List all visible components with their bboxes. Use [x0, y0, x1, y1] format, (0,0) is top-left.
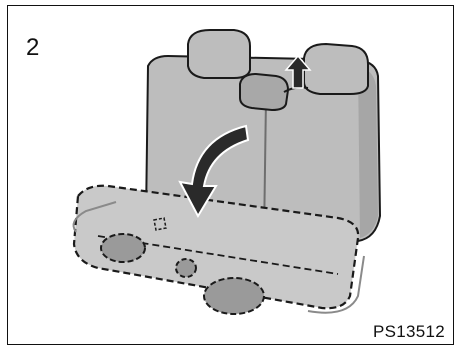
- center-headrest: [240, 74, 288, 110]
- front-right-leg: [204, 278, 264, 314]
- figure-frame: 2 PS135: [7, 5, 454, 345]
- left-headrest: [188, 30, 250, 78]
- right-headrest: [304, 44, 368, 94]
- rear-seat-illustration: [8, 6, 455, 346]
- front-left-leg: [101, 234, 145, 262]
- figure-code: PS13512: [373, 322, 445, 342]
- front-center-leg: [176, 259, 196, 277]
